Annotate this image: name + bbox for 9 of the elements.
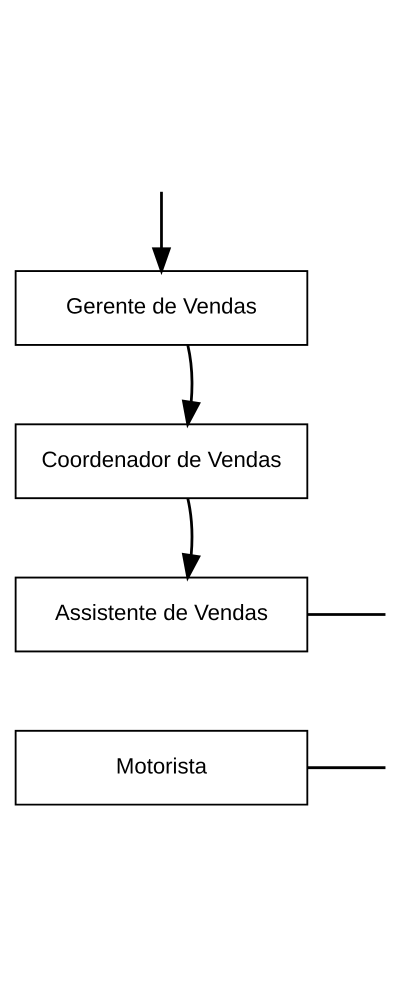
- arrow: [152, 191, 172, 275]
- node-box: Coordenador de Vendas: [14, 422, 308, 499]
- connector: [308, 766, 386, 769]
- node-box: Gerente de Vendas: [14, 270, 308, 346]
- node-box: Assistente de Vendas: [14, 576, 308, 652]
- node-box: Motorista: [14, 729, 308, 806]
- arrow: [182, 344, 201, 428]
- connector: [308, 612, 386, 616]
- arrow: [182, 498, 201, 582]
